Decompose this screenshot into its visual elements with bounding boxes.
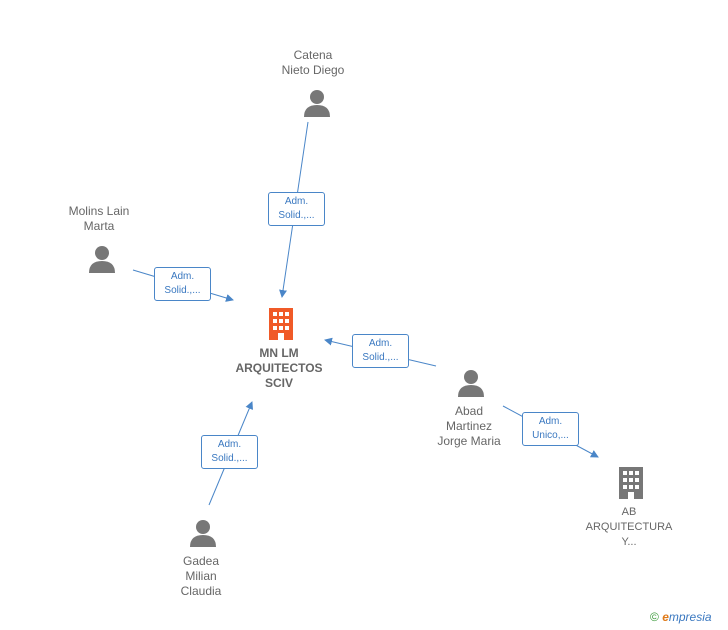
building-icon[interactable] [266,307,296,341]
edge-label-abad[interactable]: Adm. Solid.,... [352,334,409,368]
brand-name: mpresia [668,610,712,624]
edge-role: Adm. [538,416,563,427]
empresia-logo: © empresia [650,610,712,624]
edge-label-molins[interactable]: Adm. Solid.,... [154,267,211,301]
copyright-symbol: © [650,610,659,624]
edge-role: Adm. [368,338,393,349]
person-label-catena[interactable]: Catena Nieto Diego [281,48,345,77]
edge-label-abad-ab[interactable]: Adm. Unico,... [522,412,579,446]
edge-label-gadea[interactable]: Adm. Solid.,... [201,435,258,469]
edge-role: Adm. [170,271,195,282]
person-label-abad[interactable]: Abad Martinez Jorge Maria [437,404,501,448]
edge-role-detail: Unico,... [532,430,569,441]
edge-role-detail: Solid.,... [211,453,248,464]
company-label-ab[interactable]: AB ARQUITECTURA Y... [585,506,673,548]
brand-e: e [662,610,669,624]
edge-role: Adm. [284,196,309,207]
building-icon[interactable] [616,466,646,500]
person-icon[interactable] [303,89,331,117]
person-label-gadea[interactable]: Gadea Milian Claudia [180,554,222,598]
center-company-label[interactable]: MN LM ARQUITECTOS SCIV [235,346,323,390]
edge-role-detail: Solid.,... [362,352,399,363]
edge-role-detail: Solid.,... [278,210,315,221]
person-icon[interactable] [88,245,116,273]
edge-label-catena[interactable]: Adm. Solid.,... [268,192,325,226]
person-icon[interactable] [457,369,485,397]
person-icon[interactable] [189,519,217,547]
edge-role: Adm. [217,439,242,450]
edge-role-detail: Solid.,... [164,285,201,296]
person-label-molins[interactable]: Molins Lain Marta [68,204,130,233]
